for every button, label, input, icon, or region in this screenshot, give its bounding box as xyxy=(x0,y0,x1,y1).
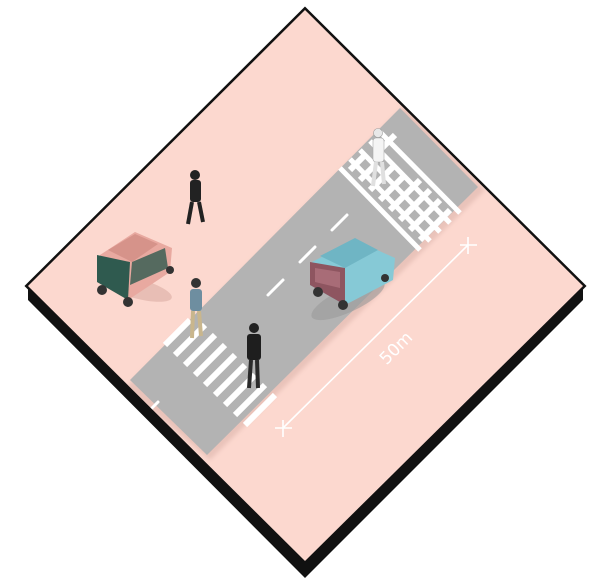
street-diagram: 50m xyxy=(0,0,606,581)
diagram-canvas: 50m xyxy=(0,0,606,581)
